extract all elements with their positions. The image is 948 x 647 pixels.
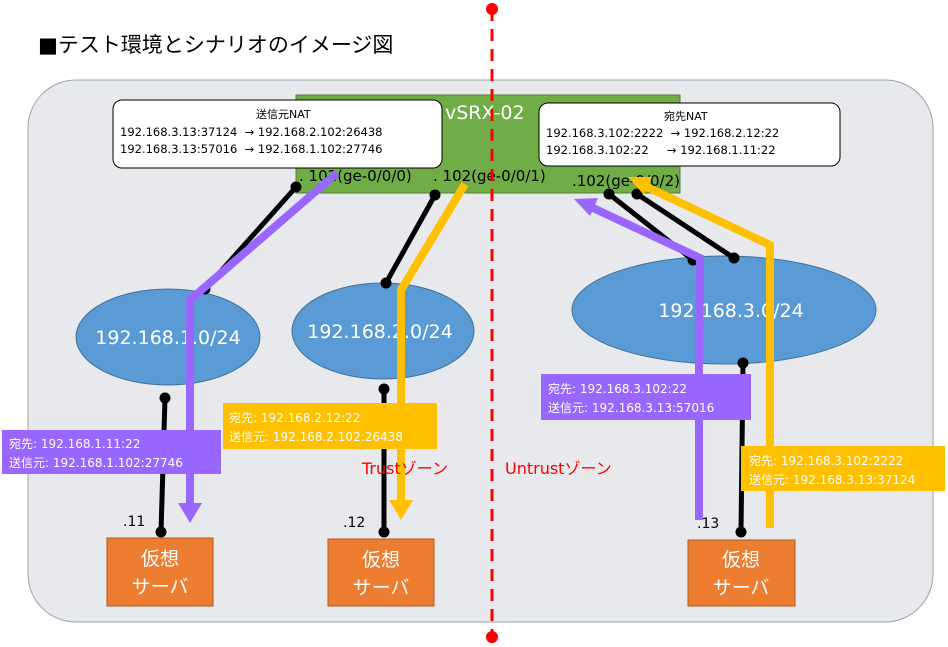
server-12-label-line2: サーバ xyxy=(353,577,410,599)
router-interface-ge-0-0-2: .102(ge-0/0/2) xyxy=(572,172,680,190)
diagram-title: ■テスト環境とシナリオのイメージ図 xyxy=(38,33,393,57)
packet-2-source: 送信元: 192.168.2.102:26438 xyxy=(229,429,403,444)
connection-dots xyxy=(155,181,749,538)
flow-purple-from-server-13 xyxy=(591,204,705,520)
source-nat-title: 送信元NAT xyxy=(256,107,311,121)
dot-net2-bottom xyxy=(378,383,390,395)
dot-router-if0 xyxy=(290,181,302,193)
destination-nat-box xyxy=(538,102,841,167)
zone-divider-top-dot xyxy=(486,3,498,15)
packet-4-source: 送信元: 192.168.3.13:37124 xyxy=(749,472,915,487)
flow-purple-arrowhead-up xyxy=(574,198,598,216)
router-name: vSRX-02 xyxy=(445,102,525,124)
packet-3-destination: 宛先: 192.168.3.102:22 xyxy=(548,381,687,396)
router-interface-ge-0-0-1: . 102(ge-0/0/1) xyxy=(433,167,546,185)
source-nat-box xyxy=(112,99,443,169)
dot-router-if1 xyxy=(429,189,441,201)
dot-server1-top xyxy=(155,526,167,538)
host-label-12: .12 xyxy=(343,515,365,531)
dot-router-if2-a xyxy=(603,188,615,200)
server-13-label-line1: 仮想 xyxy=(722,549,760,571)
server-box-12 xyxy=(327,538,435,607)
destination-nat-rule-1: 192.168.3.102:2222 → 192.168.2.12:22 xyxy=(546,126,779,140)
dot-router-if2-b xyxy=(631,188,643,200)
server-11-label-line2: サーバ xyxy=(132,576,189,598)
server-box-11 xyxy=(106,537,214,607)
network-ellipse-1 xyxy=(75,288,261,386)
network-label-2: 192.168.2.0/24 xyxy=(307,321,452,343)
dot-server2-top xyxy=(378,526,390,538)
source-nat-rule-2: 192.168.3.13:57016 → 192.168.1.102:27746 xyxy=(120,142,382,156)
trust-zone-label: Trustゾーン xyxy=(361,459,448,478)
network-label-1: 192.168.1.0/24 xyxy=(95,327,240,349)
source-nat-rule-1: 192.168.3.13:37124 → 192.168.2.102:26438 xyxy=(120,125,382,139)
flow-orange-arrowhead-down xyxy=(389,500,413,520)
router-interface-ge-0-0-0: . 102(ge-0/0/0) xyxy=(299,167,412,185)
flow-purple-arrowhead-down xyxy=(178,503,202,523)
packet-info-box-3 xyxy=(541,374,751,420)
destination-nat-rule-2: 192.168.3.102:22 → 192.168.1.11:22 xyxy=(546,143,776,157)
server-box-13 xyxy=(687,539,796,607)
dot-net3-bottom xyxy=(737,357,749,369)
zone-divider-bottom-dot xyxy=(486,631,498,643)
network-label-3: 192.168.3.0/24 xyxy=(658,300,803,322)
packet-info-box-1 xyxy=(2,430,221,474)
link-router-net2 xyxy=(383,192,438,286)
packet-1-source: 送信元: 192.168.1.102:27746 xyxy=(9,455,183,470)
packet-info-box-2 xyxy=(223,403,437,449)
packet-3-source: 送信元: 192.168.3.13:57016 xyxy=(548,400,714,415)
packet-1-destination: 宛先: 192.168.1.11:22 xyxy=(9,436,140,451)
packet-4-destination: 宛先: 192.168.3.102:2222 xyxy=(749,453,903,468)
dot-server3-top xyxy=(735,526,747,538)
flow-orange-from-server-13 xyxy=(643,182,774,528)
packet-info-box-4 xyxy=(741,446,945,491)
flow-orange-arrowhead-up xyxy=(628,177,652,195)
host-label-13: .13 xyxy=(697,516,719,532)
dot-net1-bottom xyxy=(159,392,171,404)
packet-2-destination: 宛先: 192.168.2.12:22 xyxy=(229,410,360,425)
dot-net2-top xyxy=(380,277,392,289)
network-ellipse-3 xyxy=(571,255,877,365)
server-11-label-line1: 仮想 xyxy=(141,548,179,570)
untrust-zone-label: Untrustゾーン xyxy=(505,459,612,478)
server-13-label-line2: サーバ xyxy=(713,577,770,599)
dot-net3-top-b xyxy=(728,252,740,264)
destination-nat-title: 宛先NAT xyxy=(664,109,708,123)
link-router-net3-b xyxy=(634,191,737,261)
server-12-label-line1: 仮想 xyxy=(362,549,400,571)
host-label-11: .11 xyxy=(123,514,145,530)
